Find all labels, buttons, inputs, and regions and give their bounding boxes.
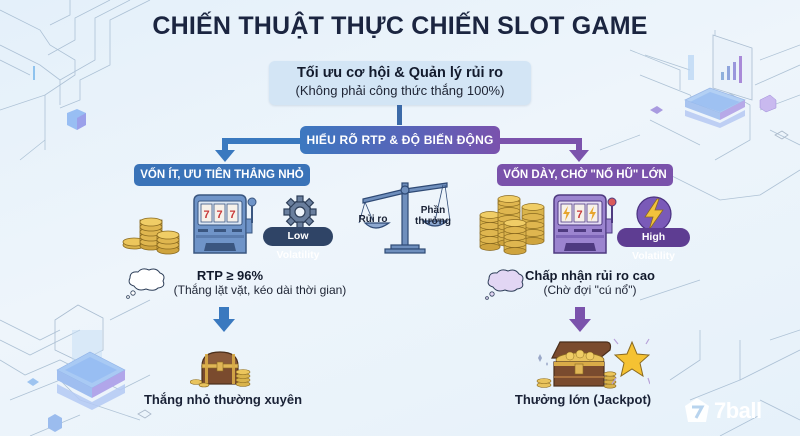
right-branch-heading: VỐN DÀY, CHỜ "NỔ HŨ" LỚN: [497, 164, 673, 186]
left-rule-detail: (Thắng lặt vặt, kéo dài thời gian): [173, 283, 347, 297]
right-rule-detail: (Chờ đợi "cú nổ"): [543, 283, 637, 297]
left-down-arrow-icon: [213, 307, 235, 333]
high-volatility-badge: High Volatility: [617, 228, 690, 262]
jackpot-chest-icon: [536, 338, 650, 389]
brand-logo-text: 7ball: [714, 398, 762, 423]
left-branch-arrowhead-icon: [215, 150, 235, 162]
svg-text:7: 7: [576, 209, 582, 221]
left-rule-text: RTP ≥ 96%: [196, 268, 264, 283]
left-result-label: Thắng nhỏ thường xuyên: [143, 392, 303, 407]
treasure-chest-small-icon: [190, 351, 251, 388]
left-branch-connector: [222, 138, 310, 144]
left-branch-connector-down: [222, 138, 228, 152]
right-branch-arrowhead-icon: [569, 150, 589, 162]
goal-main-text: Tối ưu cơ hội & Quản lý rủi ro: [296, 65, 504, 81]
thought-cloud-icon: [126, 268, 165, 299]
goal-sub-text: (Không phải công thức thắng 100%): [295, 83, 505, 98]
low-volatility-badge: Low Volatility: [263, 227, 333, 261]
right-rule-text: Chấp nhận rủi ro cao: [524, 268, 655, 283]
scale-right-label-line2: thưởng: [414, 216, 451, 227]
right-branch-connector-down: [576, 138, 582, 152]
coins-large-stack-icon: [479, 195, 545, 255]
scale-right-label-line1: Phần: [420, 205, 446, 216]
brand-logo-icon: [685, 398, 709, 422]
page-title: CHIẾN THUẬT THỰC CHIẾN SLOT GAME: [152, 12, 648, 40]
right-result-label: Thưởng lớn (Jackpot): [514, 392, 652, 407]
goal-box: Tối ưu cơ hội & Quản lý rủi ro (Không ph…: [269, 61, 531, 105]
scale-left-label: Rủi ro: [358, 214, 388, 225]
coins-small-stack-icon: [122, 217, 180, 255]
slot-machine-high-icon: 7: [553, 194, 617, 254]
gear-icon: [283, 195, 317, 229]
thought-cloud-purple-icon: [485, 269, 524, 300]
left-branch-heading: VỐN ÍT, ƯU TIÊN THẮNG NHỎ: [134, 164, 310, 186]
goal-connector: [397, 105, 402, 125]
svg-text:7: 7: [216, 209, 222, 221]
balance-scale-icon: [358, 182, 451, 254]
central-concept-pill: HIỂU RÕ RTP & ĐỘ BIẾN ĐỘNG: [300, 126, 500, 154]
lightning-bolt-icon: [636, 196, 672, 232]
slot-machine-low-icon: 7 7 7: [193, 194, 257, 254]
right-down-arrow-icon: [569, 307, 591, 333]
svg-text:7: 7: [229, 209, 235, 221]
right-branch-connector: [492, 138, 582, 144]
svg-text:7: 7: [203, 209, 209, 221]
